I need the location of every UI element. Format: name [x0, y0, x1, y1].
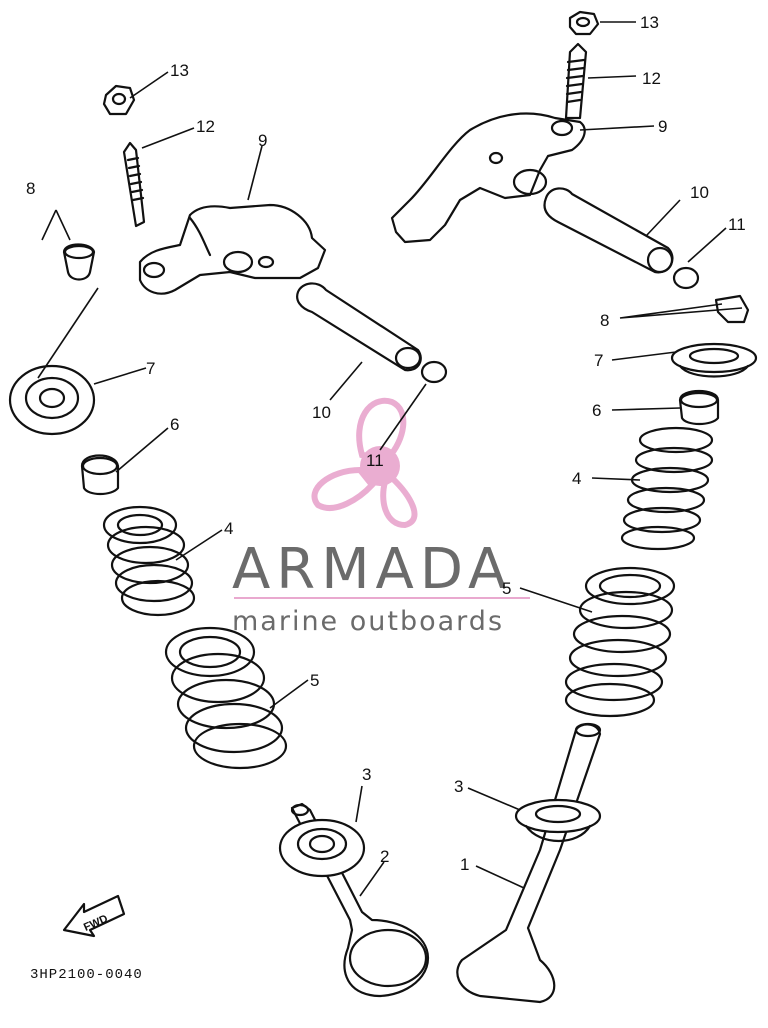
- callout-10: 10: [312, 403, 331, 422]
- callout-8: 8: [26, 179, 35, 198]
- callout-3: 3: [362, 765, 371, 784]
- callout-4: 4: [224, 519, 233, 538]
- rocker-shaft-right-part: [543, 187, 674, 274]
- callout-1: 1: [460, 855, 469, 874]
- valve-seal-right-part: [678, 389, 720, 426]
- nut-left-part: [102, 84, 136, 116]
- spring-seat-right-part: [514, 798, 602, 843]
- callout-11: 11: [366, 451, 384, 470]
- watermark-tagline: marine outboards: [232, 606, 504, 637]
- leader-lines: [37, 21, 743, 897]
- callout-13: 13: [170, 61, 189, 80]
- rocker-arm-left-part: [138, 203, 327, 295]
- rocker-arm-right-part: [390, 112, 586, 244]
- callout-12: 12: [642, 69, 661, 88]
- valve-spring-inner-right-part: [620, 426, 714, 551]
- callout-6: 6: [592, 401, 601, 420]
- callout-9: 9: [258, 131, 267, 150]
- callout-2: 2: [380, 847, 389, 866]
- callout-11: 11: [728, 215, 746, 234]
- watermark-brand: ARMADA: [232, 537, 512, 602]
- o-ring-right-part: [672, 266, 700, 290]
- callout-12: 12: [196, 117, 215, 136]
- callout-6: 6: [170, 415, 179, 434]
- spring-seat-left-part: [278, 818, 366, 878]
- armada-propeller-logo: [311, 397, 418, 529]
- nut-right-part: [568, 10, 600, 36]
- diagram-part-code: 3HP2100-0040: [30, 967, 143, 983]
- forward-arrow-icon: FWD: [62, 894, 126, 938]
- adjusting-screw-right-part: [564, 42, 588, 120]
- o-ring-left-part: [420, 360, 448, 384]
- valve-spring-inner-left-part: [102, 505, 196, 617]
- callout-3: 3: [454, 777, 463, 796]
- valve-spring-outer-right-part: [564, 566, 676, 718]
- callout-4: 4: [572, 469, 581, 488]
- callout-10: 10: [690, 183, 709, 202]
- spring-retainer-left-part: [8, 364, 96, 436]
- rocker-shaft-left-part: [296, 282, 422, 372]
- exhaust-valve-part: [456, 722, 602, 1004]
- adjusting-screw-left-part: [122, 141, 146, 228]
- callout-7: 7: [146, 359, 155, 378]
- callout-13: 13: [640, 13, 659, 32]
- valve-spring-outer-left-part: [164, 626, 288, 770]
- valve-seal-left-part: [80, 454, 120, 496]
- spring-retainer-right-part: [670, 342, 758, 378]
- callout-5: 5: [310, 671, 319, 690]
- callout-8: 8: [600, 311, 609, 330]
- callout-9: 9: [658, 117, 667, 136]
- valve-cotter-left-part: [62, 243, 96, 281]
- callout-labels: 13 12 9 8 7 6 4 5 10 11 13 12 9 10 11 8 …: [26, 13, 746, 874]
- callout-5: 5: [502, 579, 511, 598]
- callout-7: 7: [594, 351, 603, 370]
